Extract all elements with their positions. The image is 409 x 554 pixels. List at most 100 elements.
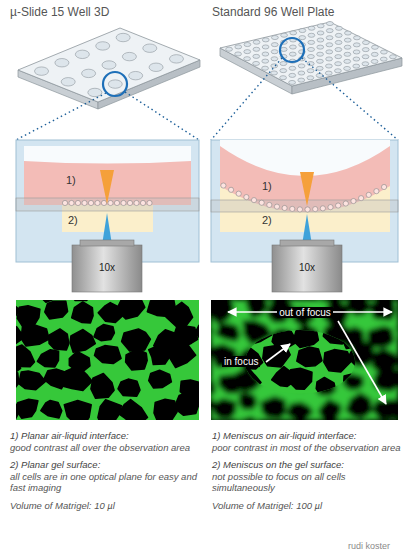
well <box>317 52 324 56</box>
cell <box>134 200 139 205</box>
well <box>344 66 351 70</box>
well <box>75 50 89 58</box>
well <box>262 38 269 42</box>
network-hole <box>37 350 58 367</box>
network-hole <box>116 300 144 319</box>
well <box>271 64 278 68</box>
network-hole <box>393 369 398 391</box>
well <box>316 66 323 70</box>
note-text: not possible to focus on all cells simul… <box>212 471 402 494</box>
network-hole <box>211 300 234 306</box>
network-hole <box>16 300 21 302</box>
network-hole <box>243 321 272 345</box>
network-hole <box>119 419 143 420</box>
cell <box>366 192 371 197</box>
column-title: µ-Slide 15 Well 3D <box>10 5 109 19</box>
network-hole <box>118 400 147 421</box>
well <box>122 52 136 60</box>
well <box>353 64 360 68</box>
network-hole <box>126 349 148 370</box>
well <box>335 33 342 37</box>
network-hole <box>211 376 215 399</box>
well <box>326 50 333 54</box>
network-hole <box>393 402 398 421</box>
well <box>362 62 369 66</box>
well <box>82 69 96 77</box>
well <box>371 59 378 63</box>
network-hole <box>174 392 199 415</box>
network-hole <box>211 321 213 339</box>
cell <box>343 201 348 206</box>
network-hole <box>21 324 49 346</box>
network-hole <box>239 393 256 409</box>
network-hole <box>393 402 398 421</box>
network-hole <box>346 300 372 315</box>
well <box>325 71 332 75</box>
network-hole <box>393 369 398 391</box>
well <box>271 57 278 61</box>
well <box>353 57 360 61</box>
well <box>289 80 296 84</box>
well <box>326 29 333 33</box>
well <box>244 50 251 54</box>
network-hole <box>91 373 114 398</box>
well <box>262 52 269 56</box>
well <box>149 63 163 71</box>
network-hole <box>231 368 261 392</box>
objective-label: 10x <box>272 262 342 273</box>
network-hole <box>211 419 217 420</box>
network-hole <box>94 325 114 341</box>
cell <box>351 198 356 203</box>
network-hole <box>245 300 272 301</box>
well <box>353 50 360 54</box>
network-hole <box>149 344 170 365</box>
well <box>61 78 75 86</box>
network-hole <box>72 302 93 323</box>
cell <box>228 187 233 192</box>
network-hole <box>118 379 140 396</box>
well <box>362 55 369 59</box>
network-hole <box>195 320 199 341</box>
note-heading: 1) Planar air-liquid interface: <box>10 430 198 442</box>
network-hole <box>368 326 394 347</box>
network-hole <box>211 321 213 339</box>
well <box>372 45 379 49</box>
well <box>344 52 351 56</box>
network-hole <box>17 306 40 328</box>
cell <box>297 207 302 212</box>
cell <box>305 207 310 212</box>
network-hole <box>346 300 372 315</box>
network-hole <box>327 419 351 420</box>
well <box>308 55 315 59</box>
callout-number: 1) <box>66 174 76 186</box>
well <box>317 59 324 63</box>
well <box>262 59 269 63</box>
network-hole <box>236 417 263 420</box>
well <box>298 78 305 82</box>
well <box>362 48 369 52</box>
cell <box>290 206 295 211</box>
network-hole <box>350 418 374 420</box>
well <box>290 31 297 35</box>
well <box>326 57 333 61</box>
cell <box>313 207 318 212</box>
well <box>380 57 387 61</box>
well <box>354 36 361 40</box>
objective-label: 10x <box>72 262 142 273</box>
well <box>326 64 333 68</box>
cell <box>282 205 287 210</box>
network-hole <box>261 397 286 418</box>
well <box>308 33 315 37</box>
network-hole <box>19 371 46 390</box>
well <box>35 67 49 75</box>
network-hole <box>239 393 256 409</box>
network-hole <box>261 397 286 418</box>
network-hole <box>288 368 313 389</box>
cell <box>381 184 386 189</box>
network-hole <box>371 300 396 320</box>
well <box>244 43 251 47</box>
well <box>308 47 315 51</box>
callout-number: 2) <box>68 214 78 226</box>
well <box>280 62 287 66</box>
well <box>253 47 260 51</box>
